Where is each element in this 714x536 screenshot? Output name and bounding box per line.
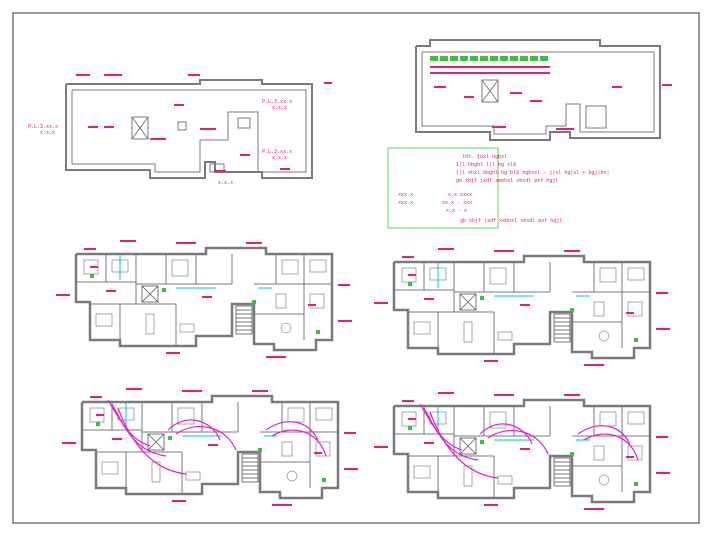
notes-table-left-1: xxx.x (398, 192, 413, 198)
roof-bottom-tag: x.x.x (218, 180, 233, 186)
roof-right-level-tag-1: P.L.3.xx.x (262, 99, 292, 105)
roof-plan-left (65, 79, 313, 179)
roof-right-level-tag-1-sub: x.x.x (272, 105, 287, 111)
roof-left-level-tag: P.L.3.xx.x (28, 124, 58, 130)
sheet-border (12, 12, 700, 524)
notes-table-mid-2: xx.x - xxx (442, 200, 472, 206)
notes-line-1: ldt. joxl hgbxl (462, 154, 507, 160)
notes-table-left-2: xxx.x (398, 200, 413, 206)
floor-plan-bottom-right (372, 390, 672, 512)
notes-table-mid-1: x.x xxxx (448, 192, 472, 198)
floor-plan-bottom-left (60, 386, 360, 508)
roof-right-level-tag-2-sub: x.x.x (272, 155, 287, 161)
notes-table-mid-3: x.x - x (446, 208, 467, 214)
roof-plan-left-annotations (76, 74, 332, 172)
notes-line-3: {|l xhxl bbghl hg`blb hgbsxl - j|xl hg|x… (456, 170, 610, 176)
roof-left-level-tag-sub: x.x.x (40, 130, 55, 136)
notes-line-2: 1|l hbghl l|l hg`xlb (456, 162, 516, 168)
floor-plan-top-left (54, 238, 354, 360)
roof-plan-right (415, 39, 661, 141)
notes-box (387, 147, 499, 229)
roof-right-annotations (430, 66, 672, 130)
roof-right-vent-row (430, 56, 548, 61)
wiring-bottom-left (107, 399, 327, 475)
notes-line-4: gb xbjf jxdf xebhxl xbxdl pxf hgjl (456, 178, 558, 184)
roof-right-level-tag-2: P.L.3.xx.x (262, 149, 292, 155)
floor-plan-top-right (372, 246, 672, 368)
notes-footer: gb xbjf jxdf xebhxl xbxdl pxf hgjl (460, 218, 562, 224)
wiring-bottom-right (419, 403, 639, 479)
